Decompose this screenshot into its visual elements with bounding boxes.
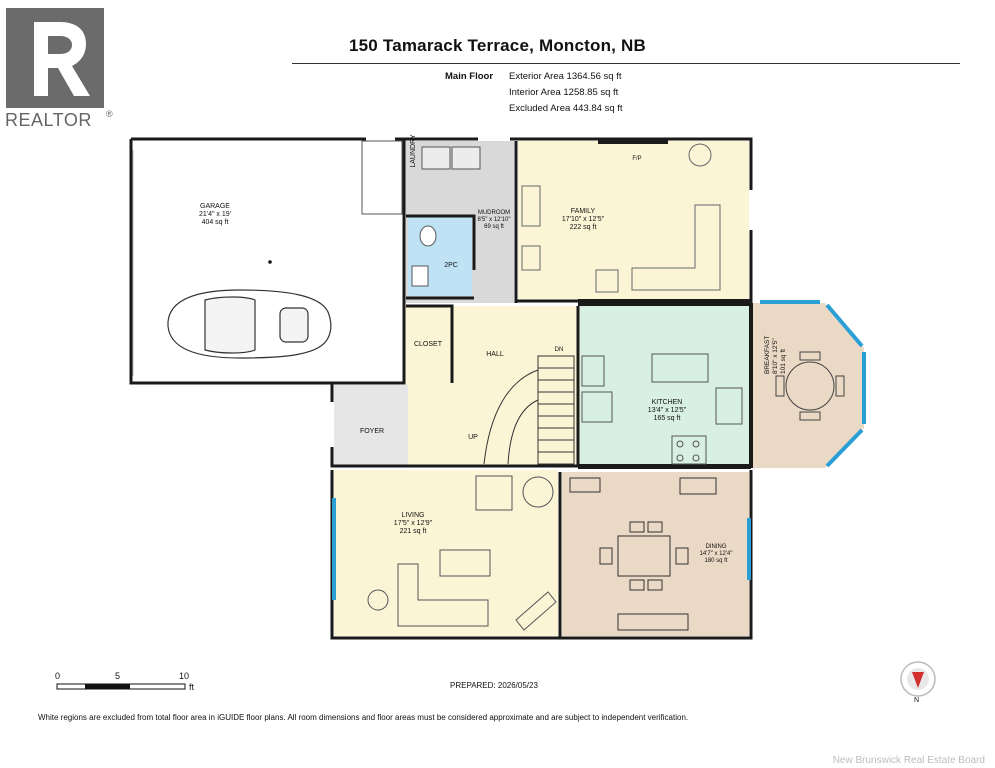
room-kitchen: KITCHEN 13'4" x 12'5" 165 sq ft [632, 399, 702, 423]
room-breakfast: BREAKFAST 8'10" x 12'5" 101 sq ft [764, 314, 788, 374]
room-mudroom: MUDROOM 8'5" x 12'10" 69 sq ft [472, 210, 516, 231]
kitchen-fill [580, 306, 750, 468]
board-watermark: New Brunswick Real Estate Board [832, 755, 985, 766]
foyer-fill [334, 385, 408, 466]
interior-area: Interior Area 1258.85 sq ft [509, 87, 619, 98]
scale-label-10: 10 [179, 671, 190, 681]
dining-fill [562, 472, 749, 636]
hall-fill [404, 306, 580, 466]
floor-label: Main Floor [445, 71, 494, 82]
foyer-wall [330, 383, 406, 468]
car-icon [167, 289, 332, 359]
room-name: DINING [705, 544, 727, 550]
north-wall [404, 137, 753, 303]
compass-label: N [914, 697, 920, 704]
title-rule [292, 63, 960, 64]
scale-label-0: 0 [55, 671, 61, 681]
realtor-logo-icon [6, 8, 104, 108]
prepared-date: PREPARED: 2026/05/23 [450, 681, 538, 690]
bath-wall [406, 214, 476, 300]
excluded-area: Excluded Area 443.84 sq ft [509, 103, 623, 114]
room-2pc: 2PC [444, 262, 458, 269]
kitchen-east-wall [749, 303, 753, 468]
room-area: 221 sq ft [399, 528, 427, 535]
realtor-logo-text: REALTOR [5, 110, 92, 130]
room-name: FAMILY [570, 208, 596, 215]
breakfast-fill [750, 303, 864, 468]
compass-icon [900, 661, 936, 697]
room-dims: 8'5" x 12'10" [477, 217, 511, 223]
room-dining: DINING 14'7" x 12'4" 180 sq ft [690, 544, 742, 565]
stairs-down-label: DN [554, 347, 564, 353]
exterior-area: Exterior Area 1364.56 sq ft [509, 71, 622, 82]
scale-bar [56, 683, 186, 690]
kitchen-north-wall [578, 299, 751, 306]
kitchen-south-wall [578, 464, 751, 469]
room-area: 222 sq ft [569, 224, 597, 231]
garage-wall [129, 137, 406, 385]
room-dims: 14'7" x 12'4" [699, 551, 733, 557]
room-foyer: FOYER [359, 428, 385, 435]
room-dims: 17'5" x 12'9" [393, 520, 433, 527]
scale-unit: ft [189, 682, 195, 692]
room-area: 69 sq ft [484, 224, 504, 230]
footer-note: White regions are excluded from total fl… [38, 713, 689, 722]
closet-wall [406, 304, 454, 383]
room-dims: 8'10" x 12'5" [772, 338, 779, 374]
room-name: LIVING [401, 512, 425, 519]
breakfast-window-4 [825, 428, 864, 468]
breakfast-window-2 [825, 303, 864, 348]
room-name: KITCHEN [651, 399, 683, 406]
room-area: 165 sq ft [653, 415, 681, 422]
room-area: 180 sq ft [704, 558, 728, 564]
room-family: FAMILY 17'10" x 12'5" 222 sq ft [548, 208, 618, 232]
room-name: GARAGE [200, 203, 230, 210]
room-closet: CLOSET [413, 341, 442, 348]
registered-mark: ® [106, 109, 113, 119]
room-dims: 13'4" x 12'5" [647, 407, 687, 414]
room-name: MUDROOM [477, 210, 511, 216]
family-fill [518, 141, 749, 301]
room-dims: 17'10" x 12'5" [561, 216, 605, 223]
room-laundry: LAUNDRY [410, 134, 417, 168]
plan-title: 150 Tamarack Terrace, Moncton, NB [349, 36, 646, 55]
fireplace-label: F/P [632, 156, 642, 162]
room-name: BREAKFAST [764, 335, 771, 374]
room-hall: HALL [486, 351, 504, 358]
room-area: 101 sq ft [780, 349, 787, 374]
living-fill [334, 470, 558, 636]
scale-label-5: 5 [115, 671, 121, 681]
room-dims: 21'4" x 19' [198, 211, 231, 218]
room-garage: GARAGE 21'4" x 19' 404 sq ft [180, 203, 250, 227]
room-living: LIVING 17'5" x 12'9" 221 sq ft [378, 512, 448, 536]
stairs-up-label: UP [468, 434, 478, 441]
room-area: 404 sq ft [201, 219, 229, 226]
